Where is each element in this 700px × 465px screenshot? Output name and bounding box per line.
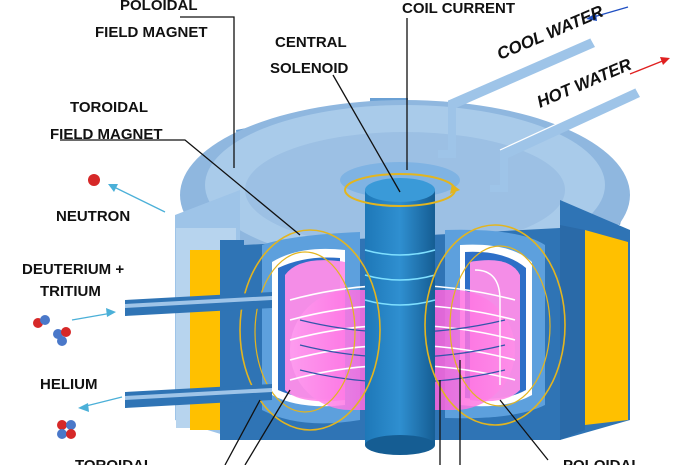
tritium-proton-icon <box>61 327 71 337</box>
helium-arrow-icon <box>78 403 89 412</box>
poloidal-bottom-label: POLOIDAL <box>563 457 641 465</box>
neutron-arrow-icon <box>108 184 118 192</box>
poloidal-field-magnet-label-line2: FIELD MAGNET <box>95 24 208 41</box>
helium-neutron-b-icon <box>57 429 67 439</box>
poloidal-field-lines <box>239 224 566 431</box>
left-wall <box>176 228 244 440</box>
deuterium-tritium-label-line1: DEUTERIUM + <box>22 261 124 278</box>
toroidal-field-magnet-label-line2: FIELD MAGNET <box>50 126 163 143</box>
cool-water-arrow-icon <box>586 13 597 21</box>
flow-arrows <box>71 6 670 412</box>
neutron-label: NEUTRON <box>56 208 130 225</box>
injection-pipes <box>125 292 272 408</box>
leader-lines <box>60 16 549 465</box>
particles <box>33 174 100 439</box>
hot-water-arrow-icon <box>660 57 670 65</box>
coil-current-loop <box>344 173 460 207</box>
toroidal-bottom-label: TOROIDAL <box>75 457 153 465</box>
helium-neutron-a-icon <box>66 420 76 430</box>
helium-label: HELIUM <box>40 376 98 393</box>
deuterium-arrow-icon <box>106 308 116 317</box>
neutron-particle-icon <box>88 174 100 186</box>
helium-proton-a-icon <box>57 420 67 430</box>
central-solenoid <box>340 162 460 455</box>
helium-proton-b-icon <box>66 429 76 439</box>
central-solenoid-label-line2: SOLENOID <box>270 60 349 77</box>
deuterium-neutron-icon <box>40 315 50 325</box>
coil-current-label: COIL CURRENT <box>402 0 515 17</box>
right-wall <box>560 225 628 440</box>
water-pipes <box>438 37 640 192</box>
deuterium-tritium-label-line2: TRITIUM <box>40 283 101 300</box>
poloidal-field-magnet-label-line1: POLOIDAL <box>120 0 198 14</box>
central-solenoid-label-line1: CENTRAL <box>275 34 347 51</box>
tritium-neutron-b-icon <box>57 336 67 346</box>
toroidal-field-magnet-label-line1: TOROIDAL <box>70 99 148 116</box>
